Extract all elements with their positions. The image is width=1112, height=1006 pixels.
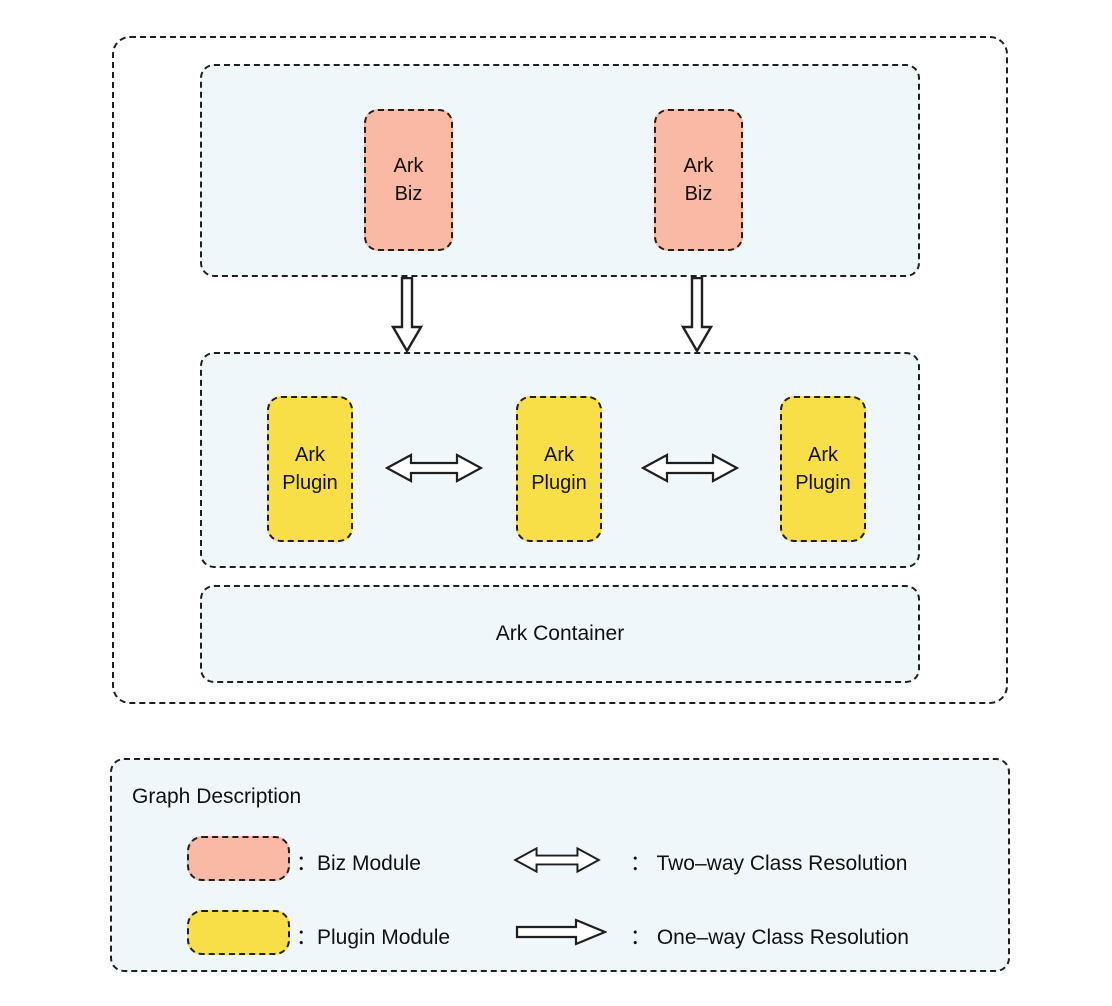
- plugin-module-swatch: [187, 910, 290, 955]
- ark-biz-box-2: Ark Biz: [654, 109, 743, 251]
- ark-plugin-label: Ark Plugin: [531, 444, 587, 494]
- biz-module-label: ：Biz Module: [296, 852, 421, 875]
- two-way-arrow-icon: [641, 453, 739, 483]
- ark-plugin-label: Ark Plugin: [795, 444, 851, 494]
- biz-layer-panel: [200, 64, 920, 277]
- biz-module-swatch: [187, 836, 290, 881]
- ark-biz-label: Ark Biz: [683, 155, 714, 205]
- two-way-arrow-icon: [385, 453, 483, 483]
- ark-biz-box-1: Ark Biz: [364, 109, 453, 251]
- one-way-arrow-icon: [515, 918, 607, 946]
- ark-biz-label: Ark Biz: [393, 155, 424, 205]
- ark-plugin-box-1: Ark Plugin: [267, 396, 353, 542]
- ark-container-panel: Ark Container: [200, 585, 920, 683]
- ark-plugin-label: Ark Plugin: [282, 444, 338, 494]
- down-arrow-icon: [680, 277, 714, 353]
- legend-title: Graph Description: [132, 785, 302, 808]
- one-way-resolution-label: ： One–way Class Resolution: [630, 926, 909, 949]
- two-way-arrow-icon: [513, 846, 601, 874]
- down-arrow-icon: [390, 277, 424, 353]
- ark-plugin-box-3: Ark Plugin: [780, 396, 866, 542]
- ark-container-label: Ark Container: [495, 622, 625, 645]
- two-way-resolution-label: ： Two–way Class Resolution: [630, 852, 908, 875]
- ark-plugin-box-2: Ark Plugin: [516, 396, 602, 542]
- plugin-module-label: ：Plugin Module: [296, 926, 451, 949]
